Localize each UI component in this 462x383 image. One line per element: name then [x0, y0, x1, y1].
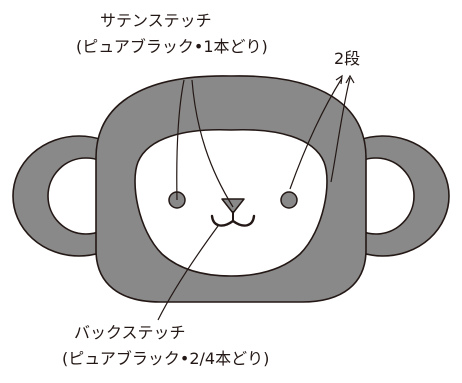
arrow-rows-head: [345, 74, 355, 84]
back-stitch-label: バックステッチ: [74, 323, 186, 342]
leader-line-back-stitch: [157, 225, 219, 321]
satin-stitch-label: サテンステッチ: [100, 11, 212, 30]
leader-line-satin-nose: [191, 79, 234, 208]
rows-label: 2段: [334, 49, 361, 68]
back-stitch-thread-label: (ピュアブラック•2/4本どり): [62, 349, 270, 368]
leader-line-rows-face: [289, 77, 343, 190]
right-eye: [280, 191, 298, 209]
leader-line-satin-eye: [176, 79, 185, 201]
arrow-rows-face: [335, 74, 343, 85]
satin-stitch-thread-label: (ピュアブラック•1本どり): [76, 37, 268, 56]
leader-line-rows-head: [330, 77, 351, 183]
